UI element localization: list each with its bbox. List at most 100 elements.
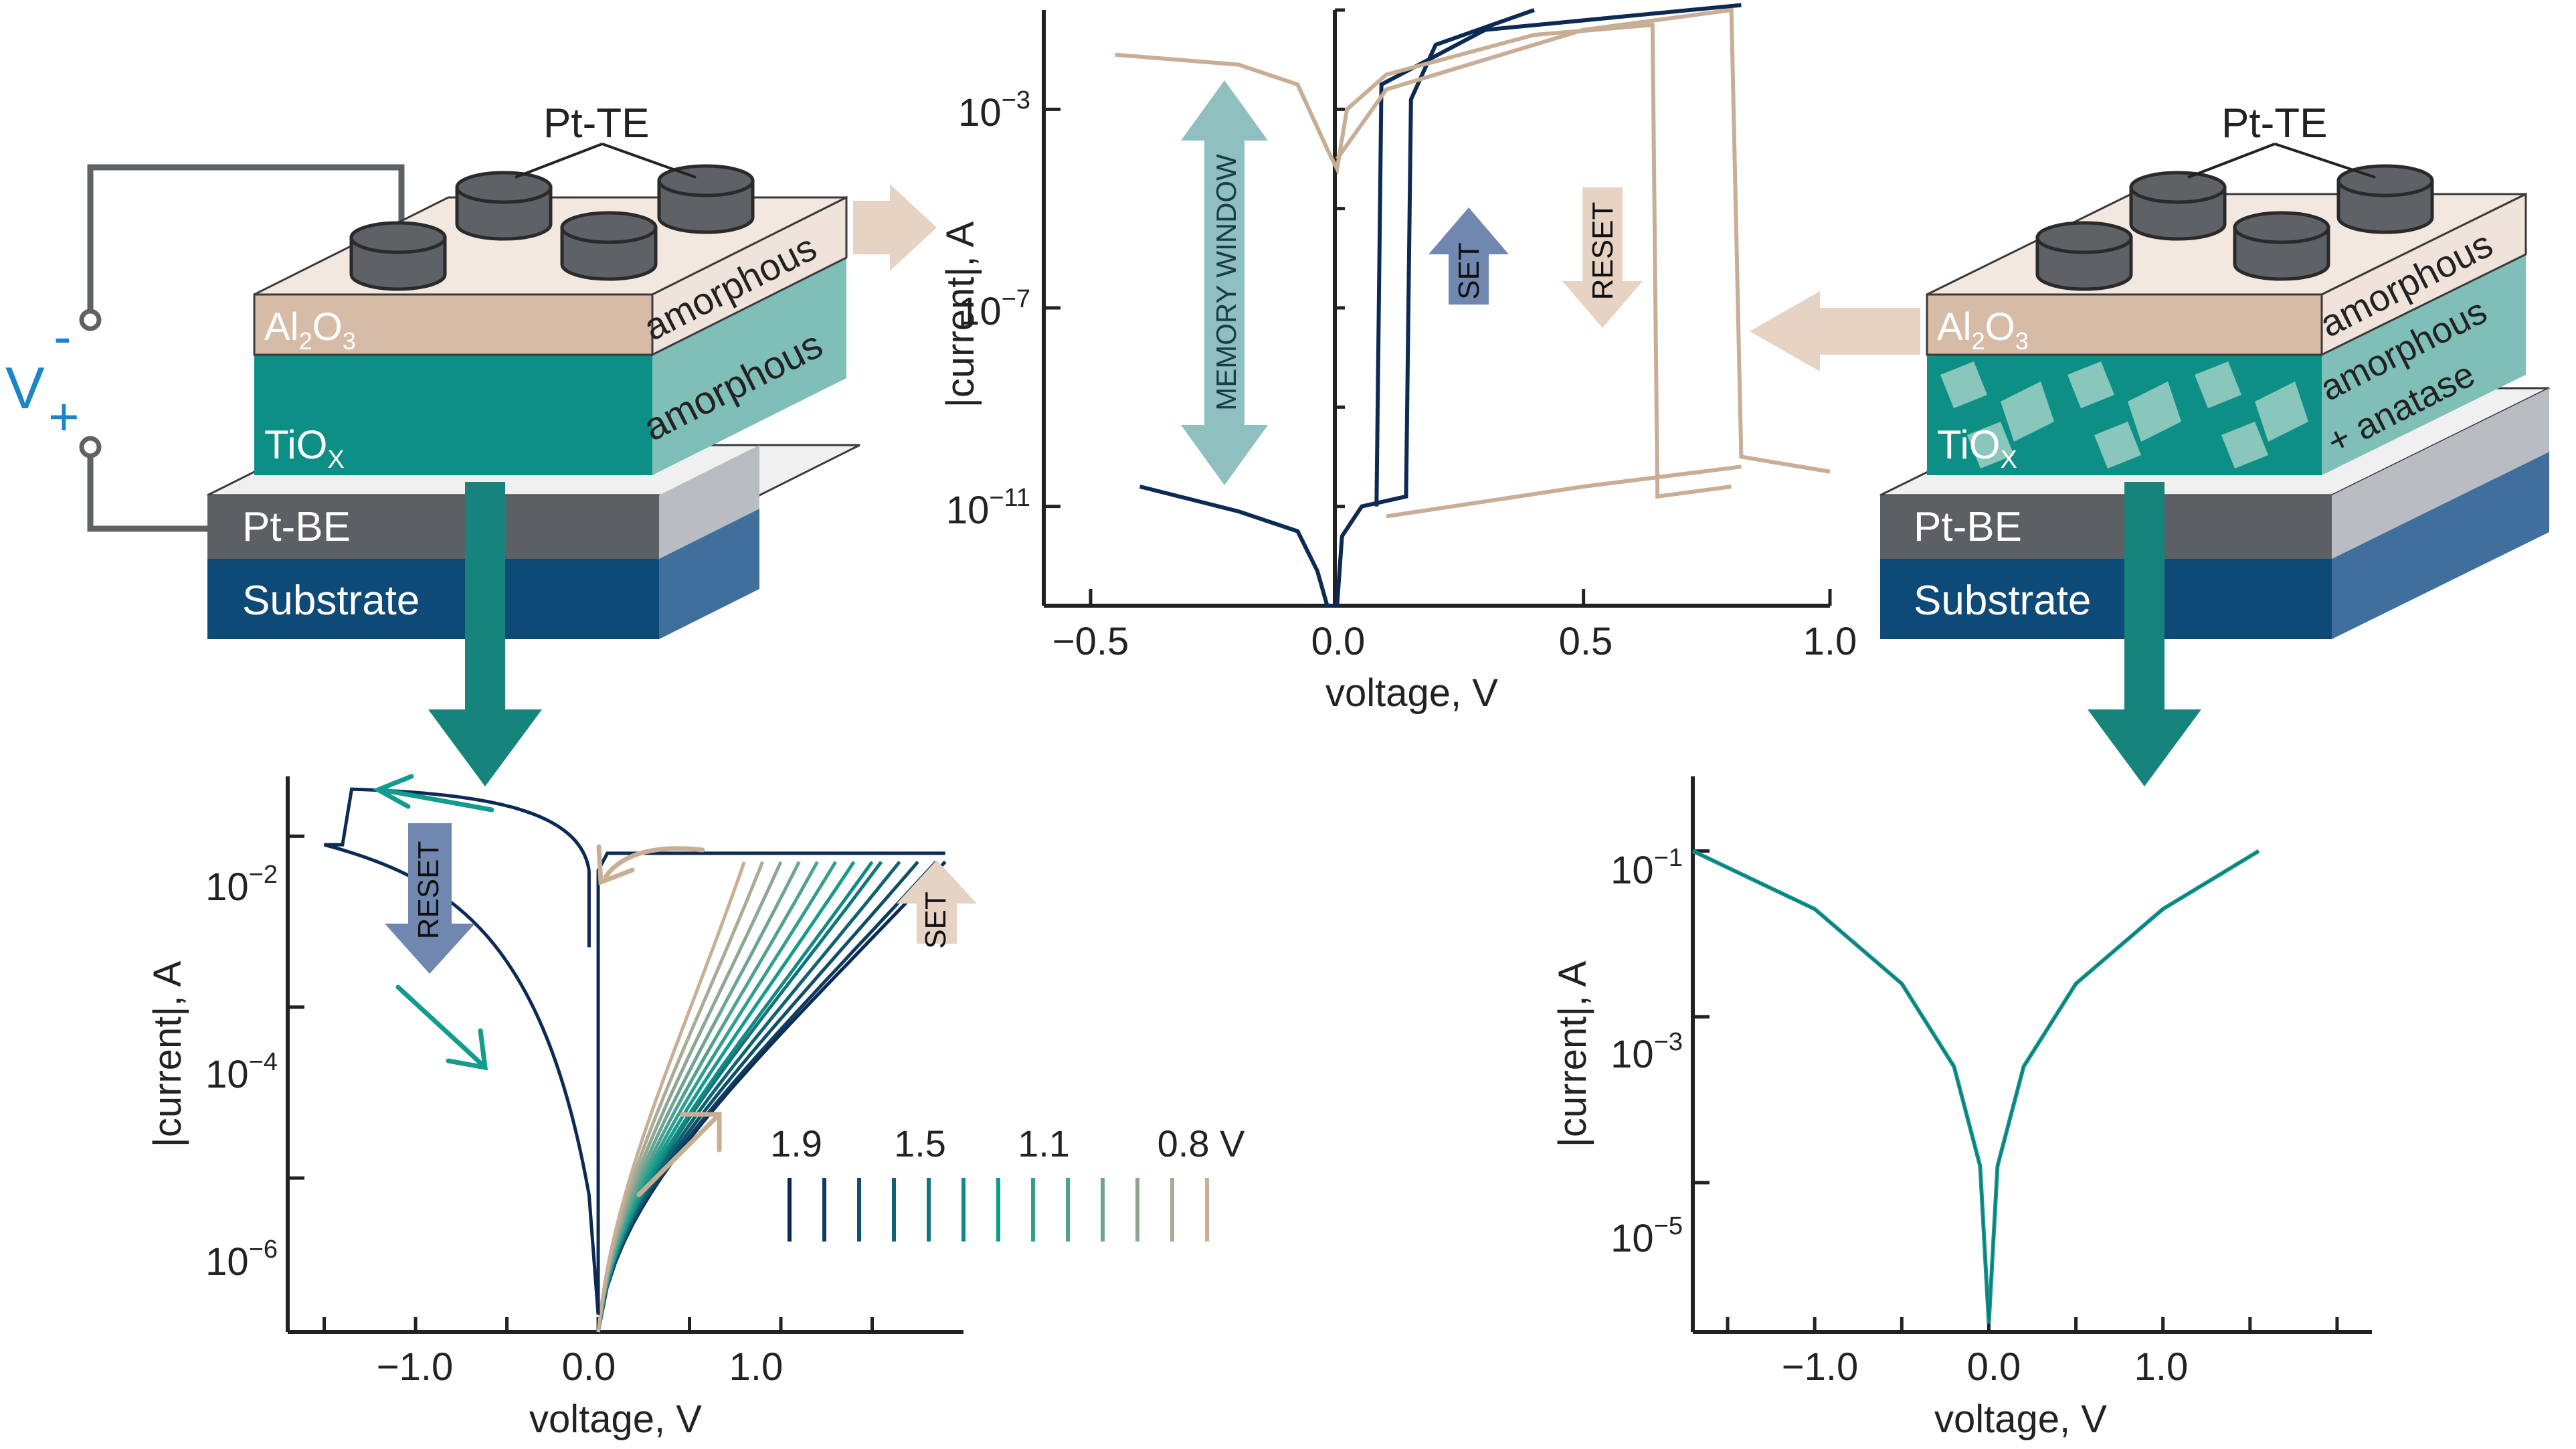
bl-xtick-1: −1.0 [377,1345,454,1389]
br-ytick-3: 10−5 [1611,1212,1683,1260]
br-xlabel: voltage, V [1934,1397,2107,1441]
top-series-navy-2 [1374,3,1742,507]
top-series-tan-hrs [1386,464,1742,519]
sweep-arrow-bottom-right [636,1112,722,1197]
anatase-pattern [1940,361,2308,468]
top-series-navy-1 [1139,8,1535,608]
top-series-tan-1 [1115,22,1732,499]
br-chart-ticks [1693,849,2339,1332]
bl-legend-value-1: 1.9 [770,1122,822,1165]
bl-ytick-2: 10−4 [205,1048,278,1096]
bl-reset-branch [323,787,600,1315]
bl-set-sweep-5 [596,861,883,1333]
top-reset-label: RESET [1586,202,1619,301]
top-ylabel: |current|, A [939,222,982,408]
voltage-minus: - [54,307,72,366]
br-xtick-2: 0.0 [1967,1345,2021,1389]
bl-set-sweep-12 [596,861,765,1333]
bl-xtick-3: 1.0 [729,1345,784,1389]
bl-chart-axes [286,776,963,1334]
bl-sweep-direction-arrows [372,774,722,1197]
right-tiox-label: TiOX [1937,422,2017,474]
bl-set-sweep-10 [596,861,801,1333]
left-tiox-label: TiOX [264,422,345,474]
top-chart-curves [1115,3,1831,608]
br-xtick-3: 1.0 [2134,1345,2189,1389]
bl-legend-value-3: 1.1 [1018,1122,1070,1165]
voltage-source-label: V [5,355,45,421]
br-chart-curves [1691,849,2260,1324]
top-series-tan-2 [1335,7,1831,474]
top-set-label: SET [1453,242,1485,300]
sweep-arrow-top-right [596,844,705,885]
tan-arrow-right-to-top [1750,291,1920,371]
teal-arrow-left-down [428,482,542,786]
bl-reset-top-line [596,851,945,1315]
sweep-arrow-mid-left [395,985,488,1071]
right-electrode-4 [2336,164,2434,234]
top-ytick-2: 10−7 [958,285,1030,333]
teal-arrow-right-down [2088,482,2201,786]
bl-ylabel: |current|, A [146,961,189,1148]
right-te-label: Pt-TE [2221,100,2327,147]
bl-annotations: RESET SET 1.9 1.5 1.1 0.8 V [372,774,1245,1242]
right-al2o3-label: Al2O3 [1937,305,2029,355]
top-xlabel: voltage, V [1325,671,1498,715]
right-te-leader-lines [2187,143,2376,179]
br-series-navy-overlay [1692,850,2260,1324]
left-te-leader-lines [515,143,697,179]
bl-legend-value-2: 1.5 [894,1122,946,1165]
connector-arrows [428,184,2201,786]
left-electrode-3 [560,211,658,281]
bl-set-sweep-9 [596,861,819,1333]
right-substrate-label: Substrate [1914,578,2091,624]
left-al2o3-label: Al2O3 [264,305,356,355]
br-ylabel: |current|, A [1551,961,1594,1148]
right-tiox-layer: TiOX amorphous + anatase [1927,254,2526,475]
left-substrate-layer: Substrate [207,509,759,639]
tan-arrow-left-to-top [853,184,937,271]
bl-legend-value-4: 0.8 V [1158,1122,1245,1165]
bottom-left-chart: 10−2 10−4 10−6 −1.0 0.0 1.0 voltage, V |… [146,774,1245,1441]
right-electrode-3 [2233,211,2330,281]
top-xtick-3: 0.5 [1559,620,1613,663]
top-annotations: MEMORY WINDOW SET RESET [1181,80,1643,485]
bl-xlabel: voltage, V [529,1397,702,1441]
bl-chart-curves [323,787,947,1333]
bottom-right-chart: 10−1 10−3 10−5 −1.0 0.0 1.0 voltage, V |… [1551,776,2372,1441]
top-reset-arrow: RESET [1562,187,1643,328]
memory-window-arrow: MEMORY WINDOW [1181,80,1268,485]
bl-set-sweep-13 [596,861,746,1333]
bl-reset-label: RESET [412,841,445,940]
top-chart-axes [1042,10,1830,608]
left-device-stack: V - + Substrate Pt-BE TiOX amorphous [5,100,860,639]
top-xtick-2: 0.0 [1311,620,1366,663]
br-xtick-1: −1.0 [1782,1345,1859,1389]
top-xtick-4: 1.0 [1803,620,1857,663]
left-te-label: Pt-TE [543,100,649,147]
right-top-electrodes [2035,164,2434,291]
right-substrate-layer: Substrate [1880,452,2549,639]
br-ytick-2: 10−3 [1611,1028,1683,1076]
top-chart-ticks [1044,8,1832,608]
right-device-stack: Substrate Pt-BE TiOX amorphous [1879,100,2550,639]
memory-window-label: MEMORY WINDOW [1210,154,1242,411]
left-electrode-1 [349,221,447,291]
top-set-arrow: SET [1429,207,1509,305]
bl-xtick-2: 0.0 [562,1345,616,1389]
voltage-plus: + [48,387,80,446]
right-be-label: Pt-BE [1914,504,2022,550]
bl-reset-arrow: RESET [385,823,475,974]
top-chart: 10−3 10−7 10−11 −0.5 0.0 0.5 1.0 voltage… [939,3,1857,715]
left-circuit [79,164,405,532]
bl-ytick-3: 10−6 [205,1235,278,1284]
left-tiox-layer: TiOX amorphous [254,258,846,475]
bl-set-sweep-1 [596,860,947,1333]
bl-set-arrow: SET [897,860,977,949]
left-top-electrodes [349,164,755,291]
right-electrode-2 [2129,171,2227,241]
bl-set-sweep-3 [596,861,919,1333]
bl-set-sweep-2 [596,861,937,1333]
left-be-label: Pt-BE [242,504,351,550]
